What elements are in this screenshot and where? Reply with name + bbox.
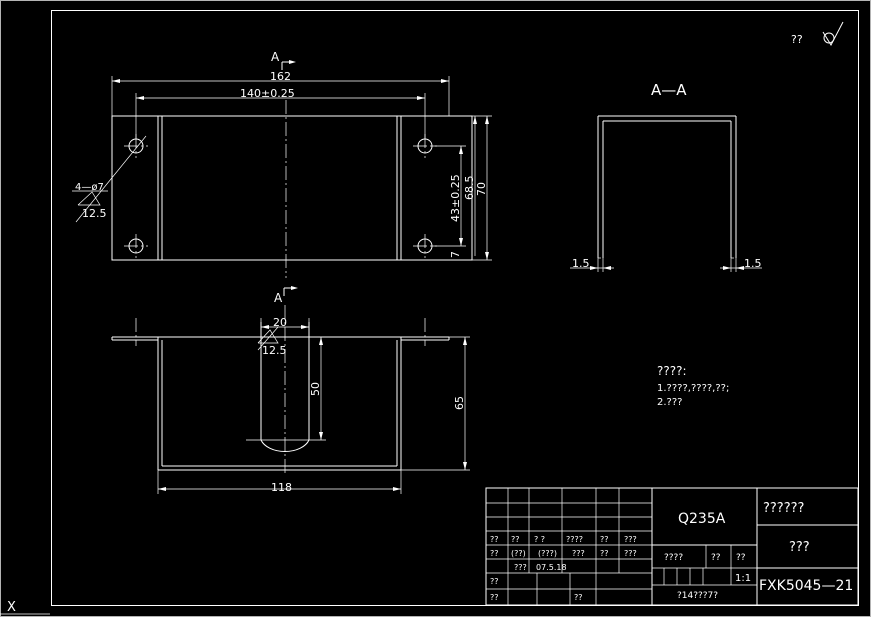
- title-scale-label: ??: [736, 553, 746, 563]
- dim-slot-width: 20: [273, 316, 287, 329]
- dim-wall-left: 1.5: [572, 257, 590, 270]
- dim-overall-length: 162: [270, 70, 291, 83]
- sign-row-6: ???: [624, 549, 637, 558]
- section-mark-a-bottom: A: [274, 291, 283, 305]
- roughness-triangle-icon: [77, 191, 101, 206]
- sign-row-2: (??): [511, 549, 526, 558]
- dim-body-height: 65: [453, 396, 466, 410]
- rev-header-1: ??: [490, 535, 499, 544]
- technical-notes: ????: 1.????,????,??; 2.???: [657, 364, 729, 408]
- hole-callout-leader: [75, 135, 147, 223]
- title-approve-label: ??: [490, 593, 499, 602]
- rev-header-5: ??: [600, 535, 609, 544]
- top-view-body-outline: [157, 115, 402, 261]
- title-weight-label: ??: [711, 553, 721, 563]
- section-view: A—A 1.5 1.5: [570, 81, 762, 272]
- sign-row-4: ???: [572, 549, 585, 558]
- title-stage-label: ????: [664, 553, 683, 563]
- mount-holes: [124, 134, 437, 258]
- dim-hole-spacing: 140±0.25: [240, 87, 295, 100]
- title-designer-label: ???: [514, 563, 527, 572]
- notes-line-2: 2.???: [657, 397, 682, 408]
- dim-body-width: 118: [271, 481, 292, 494]
- rev-header-3: ? ?: [534, 535, 545, 544]
- front-view-slot: [260, 322, 310, 453]
- ucs-x-label: X: [7, 600, 16, 615]
- section-view-title: A—A: [651, 81, 687, 99]
- corner-roughness-text: ??: [791, 33, 803, 46]
- front-view: 20 12.5 50 65 118 A: [111, 286, 470, 494]
- notes-title: ????:: [657, 364, 687, 378]
- roughness-circle-icon: [823, 32, 835, 44]
- dim-height-68: 68.5: [463, 176, 476, 201]
- dim-roughness-slot: 12.5: [262, 344, 287, 357]
- corner-roughness-symbol: ??: [791, 21, 844, 47]
- title-part-name: ???: [789, 540, 810, 555]
- top-view-flange-outline: [111, 115, 473, 261]
- section-mark-a-top: A: [271, 50, 280, 64]
- rev-header-6: ???: [624, 535, 637, 544]
- dim-hole-callout: 4—ø7: [75, 182, 104, 193]
- title-scale: 1:1: [735, 573, 751, 584]
- sign-row-3: (???): [538, 549, 557, 558]
- title-material: Q235A: [678, 511, 726, 527]
- sign-row-1: ??: [490, 549, 499, 558]
- roughness-triangle-slot-icon: [257, 329, 279, 344]
- dim-slot-depth: 50: [309, 382, 322, 396]
- dim-height-overall: 70: [475, 182, 488, 196]
- title-check-label: ??: [490, 577, 499, 586]
- title-sheet: ?14???7?: [677, 591, 718, 601]
- ucs-icon: X: [0, 600, 50, 615]
- notes-line-1: 1.????,????,??;: [657, 383, 729, 394]
- title-date: 07.5.18: [536, 563, 567, 572]
- title-company: ??????: [763, 501, 804, 516]
- rev-header-4: ????: [566, 535, 583, 544]
- dim-hole-vertical: 43±0.25: [449, 174, 462, 222]
- dim-offset-7: 7: [449, 251, 462, 258]
- roughness-check-icon: [822, 21, 844, 47]
- title-approve-col: ??: [574, 593, 583, 602]
- rev-header-2: ??: [511, 535, 520, 544]
- title-block: Q235A ?????? ??? FXK5045—21 ???? ?? ?? 1…: [485, 487, 859, 606]
- title-block-border: [485, 487, 859, 606]
- dim-roughness-top: 12.5: [82, 207, 107, 220]
- top-view: 162 140±0.25 70 68.5 43±0.25 7 4—ø7 12.5…: [72, 50, 492, 278]
- sign-row-5: ??: [600, 549, 609, 558]
- dim-wall-right: 1.5: [744, 257, 762, 270]
- title-drawing-number: FXK5045—21: [759, 578, 853, 594]
- drawing-frame: [51, 10, 859, 606]
